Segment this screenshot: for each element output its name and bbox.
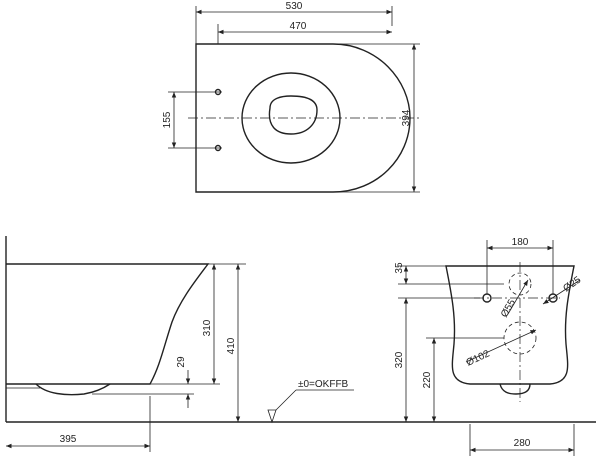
- floor-reference-label: ±0=OKFFB: [298, 379, 349, 390]
- dim-fixing-hole-diameter: Ø25: [561, 274, 583, 294]
- dim-outlet-height-rear: 220: [422, 371, 433, 388]
- dim-width-bowl: 470: [290, 21, 307, 32]
- top-view: 530 470 394 155: [162, 1, 420, 193]
- dim-fixing-spacing: 155: [162, 111, 173, 128]
- dim-top-offset: 35: [394, 262, 405, 274]
- dim-outlet-height: 29: [176, 356, 187, 368]
- side-view: 410 310 29 395 ±0=OKFFB: [5, 236, 596, 452]
- dim-width-overall: 530: [286, 1, 303, 12]
- rear-view-outline: [445, 265, 575, 385]
- dim-fixing-hole-spacing: 180: [512, 237, 529, 248]
- floor-reference-triangle: [267, 409, 277, 424]
- dim-inlet-diameter: Ø55: [499, 297, 518, 319]
- dim-inlet-height: 320: [394, 351, 405, 368]
- side-view-outline: [6, 263, 210, 385]
- flush-opening: [268, 95, 318, 135]
- dim-outlet-diameter: Ø102: [465, 348, 492, 368]
- side-outlet: [35, 383, 111, 396]
- rear-outlet-spigot: [499, 383, 531, 395]
- dim-bowl-height: 310: [202, 319, 213, 336]
- dim-rim-height: 410: [226, 337, 237, 354]
- dim-base-width: 280: [514, 438, 531, 449]
- inlet-circle: [508, 272, 532, 296]
- dim-depth: 394: [401, 109, 412, 126]
- dim-projection: 395: [60, 434, 77, 445]
- rear-view: Ø55 Ø25 Ø102 180 35 320 220 280: [394, 237, 584, 456]
